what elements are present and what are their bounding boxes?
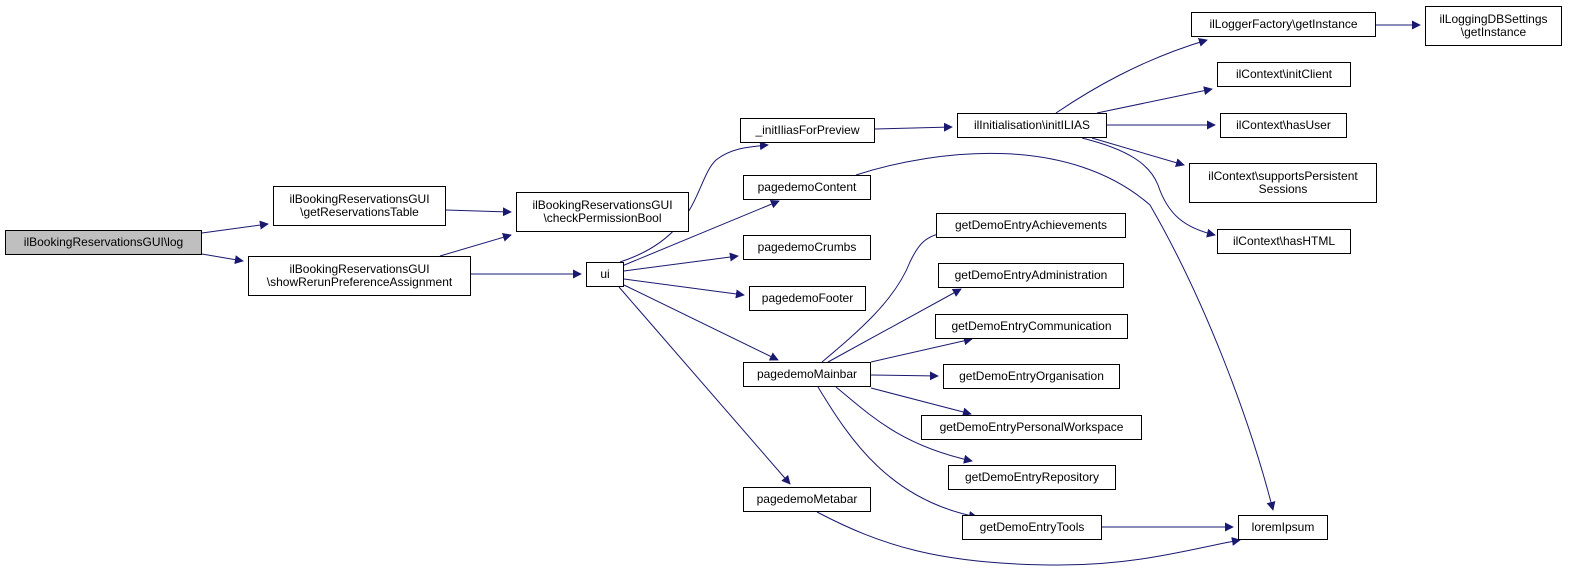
edge-pdMainbar-to-personalWS [870, 387, 972, 417]
edge-ui-to-pdFooter [623, 278, 745, 299]
node-label-line: pagedemoContent [757, 180, 857, 194]
node-loggerFactory[interactable]: ilLoggerFactory\getInstance [1191, 12, 1376, 37]
edge-ui-to-pdContent [621, 199, 780, 267]
node-label-line: \showRerunPreferenceAssignment [266, 275, 453, 289]
node-personalWS[interactable]: getDemoEntryPersonalWorkspace [921, 415, 1142, 440]
edge-pdMainbar-to-achievements [821, 228, 949, 363]
node-label-line: \checkPermissionBool [543, 211, 662, 225]
node-label-line: \getReservationsTable [300, 205, 419, 219]
node-initClient[interactable]: ilContext\initClient [1217, 62, 1351, 87]
edge-ui-to-pdMetabar [618, 286, 791, 485]
node-tools[interactable]: getDemoEntryTools [962, 515, 1102, 540]
node-pdMainbar[interactable]: pagedemoMainbar [743, 362, 871, 387]
node-label-line: ilBookingReservationsGUI [532, 198, 673, 212]
edge-pdMainbar-to-tools [817, 386, 978, 520]
edge-pdMainbar-to-repository [835, 386, 973, 464]
edge-log-to-showRerun [201, 253, 244, 265]
edge-getResTable-to-checkPerm [445, 207, 512, 217]
node-initIlias[interactable]: _initIliasForPreview [740, 118, 875, 143]
node-pdContent[interactable]: pagedemoContent [743, 175, 871, 200]
node-label-line: ilContext\hasUser [1236, 118, 1331, 132]
edge-initILIAS-to-supportsPS [1091, 137, 1185, 168]
node-label-line: ilContext\supportsPersistent [1208, 169, 1358, 183]
node-label-line: pagedemoFooter [761, 291, 854, 305]
node-lorem[interactable]: loremIpsum [1238, 515, 1328, 540]
node-getResTable[interactable]: ilBookingReservationsGUI\getReservations… [273, 186, 446, 226]
node-achievements[interactable]: getDemoEntryAchievements [936, 213, 1126, 238]
node-initILIAS[interactable]: ilInitialisation\initILIAS [957, 113, 1107, 138]
edge-log-to-getResTable [201, 220, 269, 234]
edge-pdMetabar-to-lorem [816, 511, 1241, 566]
edge-ui-to-pdCrumbs [623, 252, 739, 272]
node-label-line: getDemoEntryCommunication [951, 319, 1112, 333]
node-label-line: getDemoEntryAdministration [954, 268, 1108, 282]
node-label-line: \getInstance [1460, 25, 1527, 39]
node-label-line: pagedemoMetabar [756, 492, 858, 506]
node-hasUser[interactable]: ilContext\hasUser [1220, 113, 1347, 138]
edge-initILIAS-to-hasHTML [1081, 137, 1216, 238]
node-label-line: getDemoEntryAchievements [954, 218, 1108, 232]
node-checkPerm[interactable]: ilBookingReservationsGUI\checkPermission… [516, 192, 689, 232]
node-label-line: getDemoEntryTools [979, 520, 1085, 534]
edge-pdMainbar-to-administration [827, 288, 962, 363]
edge-pdContent-to-lorem [855, 152, 1276, 511]
node-hasHTML[interactable]: ilContext\hasHTML [1217, 229, 1351, 254]
node-label-line: ilInitialisation\initILIAS [973, 118, 1091, 132]
node-pdMetabar[interactable]: pagedemoMetabar [743, 487, 871, 512]
node-label-line: pagedemoMainbar [756, 367, 858, 381]
edge-initIlias-to-initILIAS [874, 122, 953, 132]
node-log: ilBookingReservationsGUI\log [5, 230, 202, 255]
node-label-line: ilLoggerFactory\getInstance [1209, 17, 1358, 31]
node-communication[interactable]: getDemoEntryCommunication [935, 314, 1128, 339]
edge-initILIAS-to-loggerFactory [1055, 38, 1208, 114]
edge-initILIAS-to-initClient [1096, 86, 1213, 114]
node-label-line: ui [600, 267, 610, 281]
edge-ui-to-pdMainbar [623, 284, 779, 361]
node-showRerun[interactable]: ilBookingReservationsGUI\showRerunPrefer… [248, 256, 471, 296]
node-label-line: Sessions [1258, 182, 1308, 196]
edge-pdMainbar-to-organisation [870, 371, 939, 381]
node-label-line: getDemoEntryPersonalWorkspace [939, 420, 1124, 434]
node-label-line: ilContext\initClient [1235, 67, 1333, 81]
node-label-line: ilBookingReservationsGUI\log [23, 235, 184, 249]
node-label-line: loremIpsum [1251, 520, 1315, 534]
node-pdCrumbs[interactable]: pagedemoCrumbs [743, 235, 871, 260]
node-label-line: ilBookingReservationsGUI [289, 192, 430, 206]
node-label-line: getDemoEntryRepository [964, 470, 1100, 484]
node-repository[interactable]: getDemoEntryRepository [948, 465, 1116, 490]
node-label-line: ilBookingReservationsGUI [289, 262, 430, 276]
node-label-line: getDemoEntryOrganisation [959, 369, 1104, 383]
node-loggingDB[interactable]: ilLoggingDBSettings\getInstance [1425, 6, 1562, 46]
node-label-line: ilContext\hasHTML [1232, 234, 1336, 248]
edge-ui-to-initIlias [619, 141, 769, 263]
node-pdFooter[interactable]: pagedemoFooter [749, 286, 866, 311]
node-administration[interactable]: getDemoEntryAdministration [938, 263, 1124, 288]
edge-pdMainbar-to-communication [870, 336, 973, 363]
node-label-line: pagedemoCrumbs [757, 240, 857, 254]
node-ui[interactable]: ui [586, 262, 624, 287]
node-organisation[interactable]: getDemoEntryOrganisation [943, 364, 1120, 389]
node-label-line: _initIliasForPreview [755, 123, 860, 137]
edge-showRerun-to-checkPerm [439, 232, 512, 257]
node-label-line: ilLoggingDBSettings [1439, 12, 1548, 26]
